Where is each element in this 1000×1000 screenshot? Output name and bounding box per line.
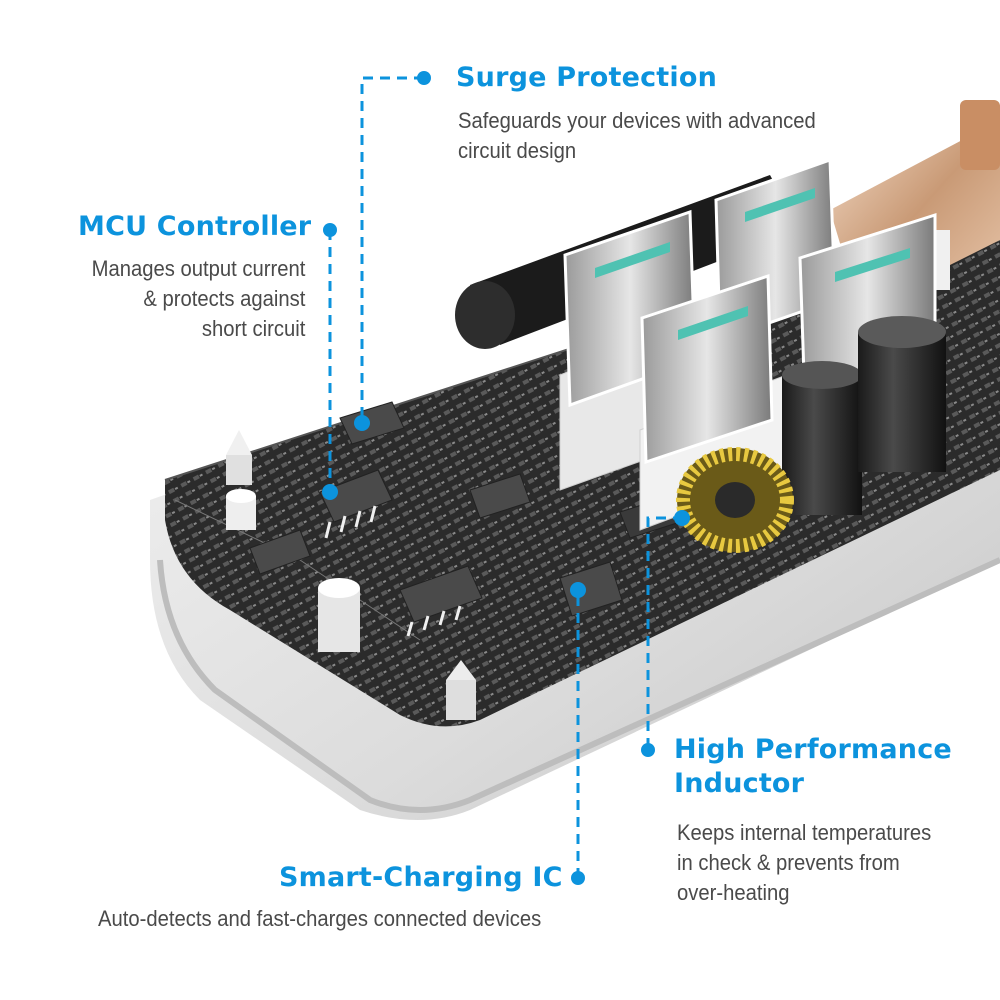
callout-connectors <box>328 76 680 878</box>
inductor-description: Keeps internal temperatures in check & p… <box>677 820 932 905</box>
usb-ports <box>563 157 937 465</box>
mounting-posts <box>226 430 476 720</box>
surge-connector <box>360 76 424 423</box>
smart-charging-ic-title: Smart-Charging IC <box>279 862 563 893</box>
callout-dots <box>322 71 690 885</box>
inductor-title: High Performance Inductor <box>674 734 952 799</box>
surge-protection-title: Surge Protection <box>456 62 718 93</box>
usb-port <box>640 273 774 465</box>
mcu-controller-description: Manages output current & protects agains… <box>91 256 305 341</box>
ic-pins <box>324 505 462 637</box>
inductor-connector <box>646 516 680 748</box>
pcb <box>165 240 1000 727</box>
capacitors <box>782 316 946 515</box>
toroidal-inductor <box>676 447 794 553</box>
surge-protection-description: Safeguards your devices with advanced ci… <box>458 108 816 163</box>
smart-charging-ic-description: Auto-detects and fast-charges connected … <box>98 906 542 931</box>
mcu-controller-title: MCU Controller <box>78 211 312 242</box>
